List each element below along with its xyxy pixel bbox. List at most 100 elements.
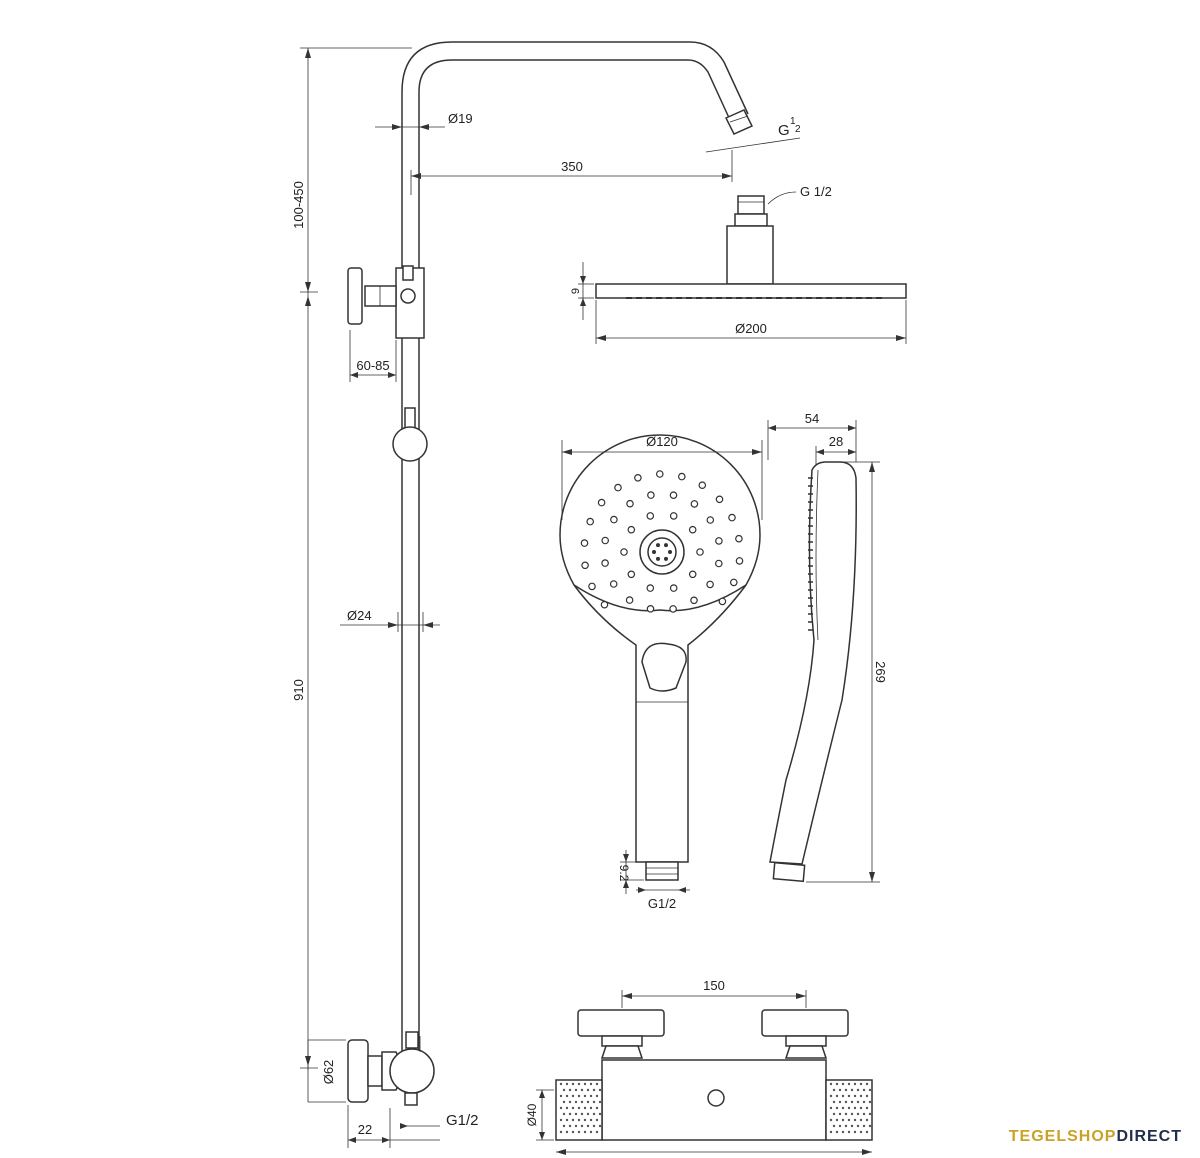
knurl-dot — [568, 1100, 572, 1104]
handshower-nozzle — [614, 483, 622, 492]
arm-thread-frac-den: 2 — [795, 124, 801, 135]
handshower-nozzle — [715, 495, 724, 504]
knurl-dot — [838, 1124, 842, 1128]
knurl-dot — [841, 1106, 845, 1110]
knurl-dot — [862, 1088, 866, 1092]
knurl-dot — [586, 1088, 590, 1092]
arm-length-label: 350 — [561, 159, 583, 174]
mixer-body-diameter-label: Ø40 — [525, 1103, 539, 1126]
knurl-dot — [868, 1100, 872, 1104]
knurl-dot — [589, 1082, 593, 1086]
knurl-dot — [853, 1094, 857, 1098]
mixer-end-caps — [559, 1082, 872, 1134]
wall-connection — [347, 1031, 435, 1106]
head-diameter-label: Ø200 — [735, 321, 767, 336]
handshower-nozzle — [580, 539, 589, 547]
handshower-nozzle — [581, 561, 589, 570]
handshower-nozzle — [735, 534, 743, 543]
brand-part2: DIRECT — [1116, 1128, 1182, 1145]
knurl-dot — [865, 1118, 869, 1122]
brand-logo: TEGELSHOPDIRECT — [1009, 1128, 1182, 1146]
brand-part1: TEGELSHOP — [1008, 1128, 1117, 1145]
pipe-diameter-label: Ø19 — [448, 111, 473, 126]
knurl-dot — [838, 1088, 842, 1092]
knurl-dot — [844, 1100, 848, 1104]
handshower-nozzle — [601, 536, 610, 545]
knurl-dot — [562, 1124, 566, 1128]
knurl-dot — [838, 1112, 842, 1116]
knurl-dot — [583, 1118, 587, 1122]
handshower-nozzle — [620, 548, 628, 556]
knurl-dot — [853, 1082, 857, 1086]
rail-diameter-dimension: Ø24 — [340, 608, 440, 632]
handshower-nozzle — [588, 582, 596, 591]
handshower-side — [769, 461, 857, 883]
knurl-dot — [589, 1106, 593, 1110]
knurl-dot — [580, 1088, 584, 1092]
knurl-dot — [598, 1124, 602, 1128]
rail-height-label: 910 — [291, 679, 306, 701]
knurl-dot — [574, 1088, 578, 1092]
arm-thread-frac-num: 1 — [790, 116, 796, 127]
knurl-dot — [580, 1112, 584, 1116]
overhead-shower — [595, 195, 907, 299]
knurl-dot — [571, 1106, 575, 1110]
knurl-dot — [850, 1088, 854, 1092]
knurl-dot — [829, 1082, 833, 1086]
knurl-dot — [868, 1112, 872, 1116]
knurl-dot — [865, 1094, 869, 1098]
knurl-dot — [559, 1106, 563, 1110]
wall-flange-label: Ø62 — [321, 1060, 336, 1085]
handshower-nozzle — [688, 570, 697, 579]
knurl-dot — [841, 1130, 845, 1134]
knurl-dot — [589, 1094, 593, 1098]
knurl-dot — [829, 1118, 833, 1122]
knurl-dot — [835, 1094, 839, 1098]
knurl-dot — [862, 1112, 866, 1116]
handshower-length-dimension: 269 — [806, 461, 888, 883]
knurl-dot — [580, 1124, 584, 1128]
knurl-dot — [583, 1094, 587, 1098]
knurl-dot — [835, 1130, 839, 1134]
head-diameter-dimension: Ø200 — [595, 300, 907, 344]
overall-height-dimension: 100-450 910 — [291, 47, 412, 1070]
thermostatic-mixer — [555, 1009, 873, 1141]
knurl-dot — [577, 1094, 581, 1098]
side-nozzles — [808, 477, 813, 631]
knurl-dot — [577, 1118, 581, 1122]
knurl-dot — [598, 1100, 602, 1104]
knurl-dot — [592, 1124, 596, 1128]
knurl-dot — [829, 1094, 833, 1098]
knurl-dot — [847, 1106, 851, 1110]
knurl-dot — [865, 1082, 869, 1086]
handshower-nozzle — [586, 517, 595, 526]
knurl-dot — [853, 1118, 857, 1122]
knurl-dot — [595, 1082, 599, 1086]
knurl-dot — [832, 1088, 836, 1092]
holder-offset-label: 60-85 — [356, 358, 389, 373]
handshower-length-label: 269 — [873, 661, 888, 683]
knurl-dot — [559, 1130, 563, 1134]
handshower-depth-dimension: 54 28 — [767, 411, 857, 466]
handshower-head-depth-label: 28 — [829, 434, 843, 449]
outlet-offset-label: 22 — [358, 1122, 372, 1137]
handshower-depth-label: 54 — [805, 411, 819, 426]
knurl-dot — [568, 1088, 572, 1092]
handshower-nozzle — [729, 578, 738, 587]
handshower-nozzle — [706, 516, 715, 524]
knurl-dot — [847, 1130, 851, 1134]
handshower-nozzle — [669, 512, 678, 520]
knurl-dot — [565, 1106, 569, 1110]
knurl-dot — [832, 1124, 836, 1128]
handshower-nozzle — [627, 525, 636, 534]
outlet-dimension: 22 G1/2 — [347, 1105, 479, 1148]
knurl-dot — [577, 1082, 581, 1086]
knurl-dot — [853, 1130, 857, 1134]
handshower-nozzle — [647, 491, 655, 499]
handshower-nozzles — [580, 470, 744, 613]
head-thread-label: G 1/2 — [800, 184, 832, 199]
knurl-dot — [583, 1082, 587, 1086]
handshower-nozzle — [728, 513, 736, 522]
knurl-dot — [856, 1088, 860, 1092]
center-nozzle — [664, 556, 668, 561]
